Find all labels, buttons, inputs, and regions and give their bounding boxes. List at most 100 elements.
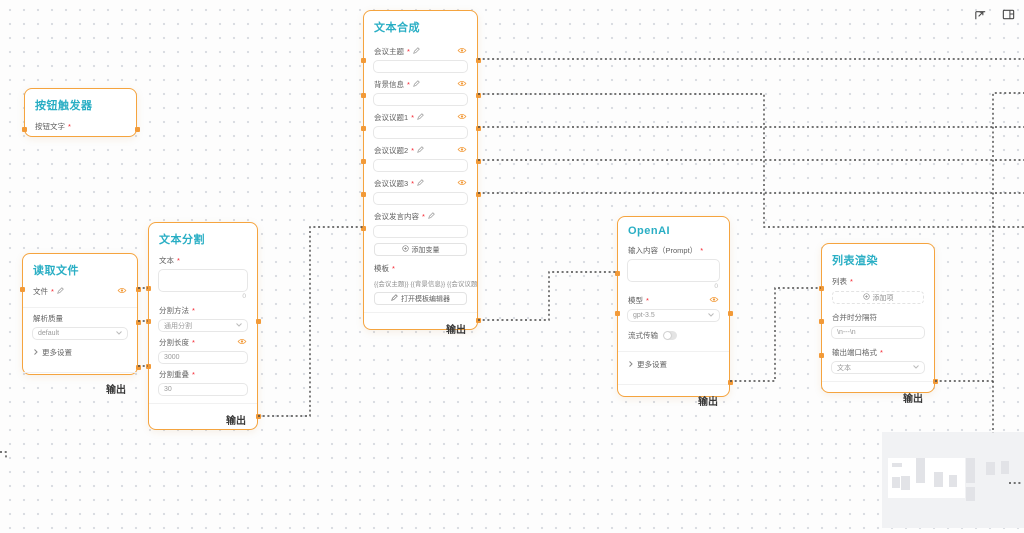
connection-handle[interactable] (475, 192, 481, 197)
connection-handle[interactable] (360, 159, 366, 164)
connection-handle[interactable] (475, 126, 481, 131)
field-label: 分割方法 (159, 306, 189, 315)
connection-handle[interactable] (475, 58, 481, 63)
eye-icon[interactable] (709, 296, 719, 305)
connection-handle[interactable] (360, 226, 366, 231)
node-openai[interactable]: OpenAI 输入内容（Prompt） * 0 模型 * gpt-3.5 流式传… (614, 216, 733, 408)
edge-textsplit-textcompose[interactable] (258, 226, 363, 417)
model-select[interactable]: gpt-3.5 (627, 309, 720, 322)
connection-handle[interactable] (475, 159, 481, 164)
edit-icon[interactable] (413, 80, 420, 89)
required-asterisk: * (51, 287, 54, 296)
template-preview: {{会议主题}} {{背景信息}} {{会议议题1}} {{会… (374, 281, 477, 288)
agenda2-input[interactable] (373, 159, 468, 172)
connection-handle[interactable] (19, 287, 25, 292)
auto-layout-icon[interactable] (970, 4, 990, 24)
edge-textcompose-openai[interactable] (478, 271, 617, 321)
minimap[interactable] (882, 432, 1024, 528)
split-overlap-input[interactable] (158, 383, 248, 396)
char-counter: 0 (242, 293, 246, 300)
split-length-input[interactable] (158, 351, 248, 364)
edit-icon[interactable] (413, 47, 420, 56)
agenda3-input[interactable] (373, 192, 468, 205)
connection-handle[interactable] (135, 365, 141, 370)
chevron-down-icon (116, 330, 122, 337)
prompt-input[interactable] (627, 259, 720, 282)
meeting-topic-input[interactable] (373, 60, 468, 73)
connection-handle[interactable] (145, 364, 151, 369)
node-list-render[interactable]: 列表渲染 列表 * 添加项 合并时分隔符 输出端口格式 * 文本 输出 (818, 243, 938, 405)
node-read-file[interactable]: 读取文件 文件 * 解析质量 default 更多设置 输出 (19, 253, 141, 396)
eye-icon[interactable] (237, 338, 247, 347)
eye-icon[interactable] (117, 287, 127, 296)
node-text-split[interactable]: 文本分割 文本 * 0 分割方法 * 通用分割 分割长度 * 分割重叠 * 输出 (145, 222, 261, 430)
required-asterisk: * (411, 146, 415, 155)
parse-quality-select[interactable]: default (32, 327, 128, 340)
minimap-node (966, 458, 975, 483)
edit-icon[interactable] (417, 146, 424, 155)
eye-icon[interactable] (457, 179, 467, 188)
connection-handle[interactable] (134, 127, 140, 132)
connection-handle[interactable] (818, 353, 824, 358)
more-settings[interactable]: 更多设置 (618, 352, 729, 377)
separator-input[interactable] (831, 326, 925, 339)
minimap-node (892, 463, 902, 467)
add-variable-button[interactable]: 添加变量 (374, 243, 467, 256)
more-settings[interactable]: 更多设置 (23, 340, 137, 365)
connection-handle[interactable] (818, 286, 824, 291)
chevron-down-icon (708, 312, 714, 319)
eye-icon[interactable] (457, 47, 467, 56)
required-asterisk: * (407, 80, 410, 89)
node-button-trigger[interactable]: 按钮触发器 按钮文字 * (21, 88, 140, 137)
connection-handle[interactable] (135, 320, 141, 325)
connection-handle[interactable] (255, 414, 261, 419)
output-format-select[interactable]: 文本 (831, 361, 925, 374)
connection-handle[interactable] (360, 58, 366, 63)
connection-handle[interactable] (475, 318, 481, 323)
edit-icon[interactable] (57, 287, 64, 296)
connection-handle[interactable] (727, 311, 733, 316)
minimap-node (892, 477, 900, 488)
eye-icon[interactable] (457, 113, 467, 122)
edit-icon[interactable] (417, 113, 424, 122)
node-text-compose[interactable]: 文本合成 会议主题 * 背景信息 * 会议议题1 (360, 10, 481, 336)
edit-icon[interactable] (428, 212, 435, 221)
open-template-editor-button[interactable]: 打开模板编辑器 (374, 292, 467, 305)
field-label: 分割长度 (159, 338, 189, 347)
connection-handle[interactable] (727, 380, 733, 385)
divider (23, 372, 137, 373)
connection-handle[interactable] (145, 286, 151, 291)
connection-handle[interactable] (818, 319, 824, 324)
agenda1-input[interactable] (373, 126, 468, 139)
connection-handle[interactable] (360, 192, 366, 197)
minimap-toggle-icon[interactable] (998, 4, 1018, 24)
connection-handle[interactable] (21, 127, 27, 132)
edit-icon[interactable] (417, 179, 424, 188)
connection-handle[interactable] (145, 319, 151, 324)
connection-handle[interactable] (932, 379, 938, 384)
field-label: 背景信息 (374, 80, 404, 89)
stream-toggle[interactable] (663, 331, 677, 340)
speech-content-input[interactable] (373, 225, 468, 238)
field-label: 模型 (628, 296, 643, 305)
text-input[interactable] (158, 269, 248, 292)
required-asterisk: * (68, 122, 71, 131)
eye-icon[interactable] (457, 146, 467, 155)
node-title: 列表渲染 (832, 255, 878, 267)
split-method-select[interactable]: 通用分割 (158, 319, 248, 332)
connection-handle[interactable] (360, 93, 366, 98)
connection-handle[interactable] (614, 311, 620, 316)
add-item-button[interactable]: 添加项 (832, 291, 924, 304)
output-port-label: 输出 (903, 394, 923, 405)
connection-handle[interactable] (255, 319, 261, 324)
connection-handle[interactable] (475, 93, 481, 98)
edge-compose-field2-offscreen[interactable] (478, 93, 1024, 228)
connection-handle[interactable] (614, 271, 620, 276)
eye-icon[interactable] (457, 80, 467, 89)
edge-openai-listrender[interactable] (730, 287, 821, 382)
background-info-input[interactable] (373, 93, 468, 106)
connection-handle[interactable] (360, 126, 366, 131)
connection-handle[interactable] (135, 287, 141, 292)
edge-listrender-offscreen-up[interactable] (935, 92, 1024, 382)
